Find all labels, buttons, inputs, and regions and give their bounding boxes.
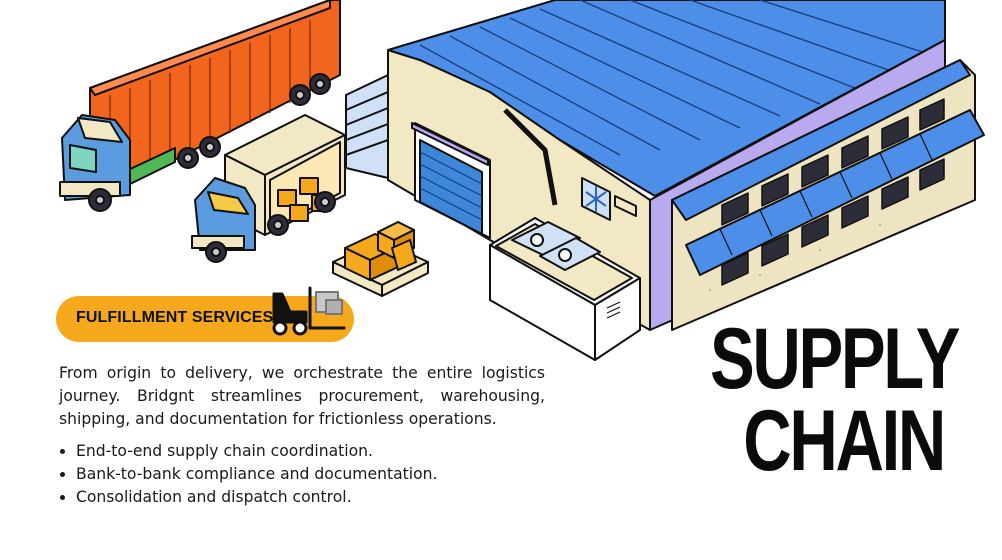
headline: SUPPLY CHAIN [644, 311, 961, 489]
badge-label: FULFILLMENT SERVICES [76, 309, 274, 326]
warehouse-icon [345, 0, 985, 361]
pallet-boxes-icon [332, 221, 429, 297]
list-item: Bank-to-bank compliance and documentatio… [76, 463, 437, 486]
headline-line-1: SUPPLY [710, 311, 961, 407]
forklift-icon [272, 286, 346, 336]
fulfillment-services-badge: FULFILLMENT SERVICES [56, 286, 354, 342]
delivery-truck-icon [191, 114, 346, 263]
description-paragraph: From origin to delivery, we orchestrate … [59, 364, 545, 428]
feature-list: End-to-end supply chain coordination. Ba… [59, 440, 437, 509]
list-item: Consolidation and dispatch control. [76, 486, 437, 509]
list-item: End-to-end supply chain coordination. [76, 440, 437, 463]
headline-line-2: CHAIN [743, 393, 946, 489]
container-truck-icon [59, 0, 341, 212]
snowflake-icon [581, 177, 611, 221]
